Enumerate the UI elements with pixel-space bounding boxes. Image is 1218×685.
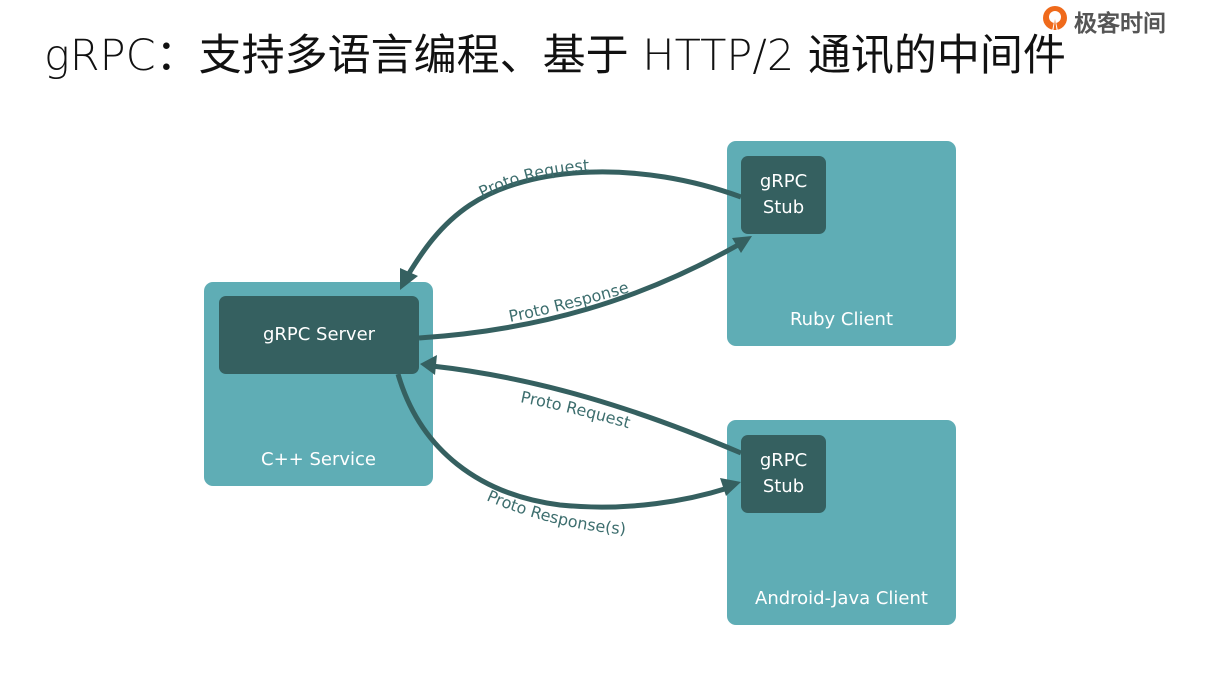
cpp-service-box: gRPC Server C++ Service [204, 282, 433, 486]
stub-label-line1: gRPC [759, 450, 808, 471]
edge-android-request [431, 363, 742, 456]
brand-name: 极客时间 [1074, 11, 1166, 37]
android-client-label: Android-Java Client [755, 588, 928, 609]
edge-ruby-request [405, 169, 742, 277]
edge-ruby-response [418, 242, 740, 341]
edge-label-ruby-request: Proto Request [476, 156, 590, 202]
brand-logo: 极客时间 [1040, 5, 1166, 37]
arrowhead-android-request [420, 355, 437, 375]
grpc-server-label: gRPC Server [262, 324, 376, 345]
stub-label-line2: Stub [762, 197, 805, 218]
android-client-box: gRPC Stub Android-Java Client [727, 420, 956, 625]
cpp-service-label: C++ Service [261, 449, 376, 470]
android-grpc-stub-box: gRPC Stub [741, 435, 826, 513]
stub-label-line1: gRPC [759, 171, 808, 192]
grpc-server-box: gRPC Server [219, 296, 419, 374]
geektime-logo-icon [1040, 4, 1070, 38]
arrowhead-ruby-response [732, 236, 752, 253]
ruby-grpc-stub-box: gRPC Stub [741, 156, 826, 234]
ruby-client-label: Ruby Client [789, 309, 894, 330]
ruby-client-box: gRPC Stub Ruby Client [727, 141, 956, 346]
arrowhead-ruby-request [400, 268, 418, 290]
slide-title: gRPC：支持多语言编程、基于 HTTP/2 通讯的中间件 [44, 31, 1066, 81]
edge-android-response [395, 373, 729, 510]
arrowhead-android-response [720, 478, 741, 496]
stub-label-line2: Stub [762, 476, 805, 497]
edge-label-android-response: Proto Response(s) [484, 486, 626, 538]
